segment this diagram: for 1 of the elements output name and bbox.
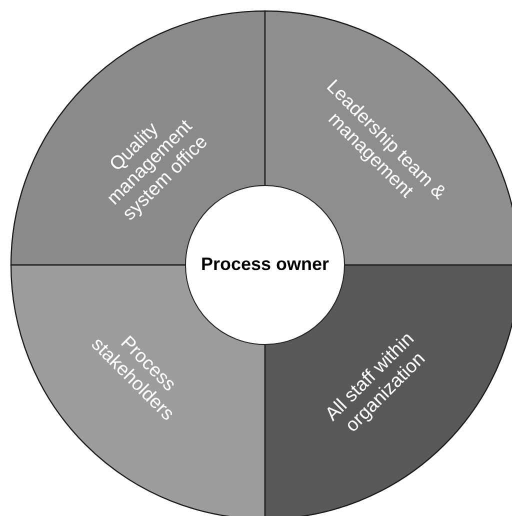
center-label: Process owner [200, 254, 330, 275]
